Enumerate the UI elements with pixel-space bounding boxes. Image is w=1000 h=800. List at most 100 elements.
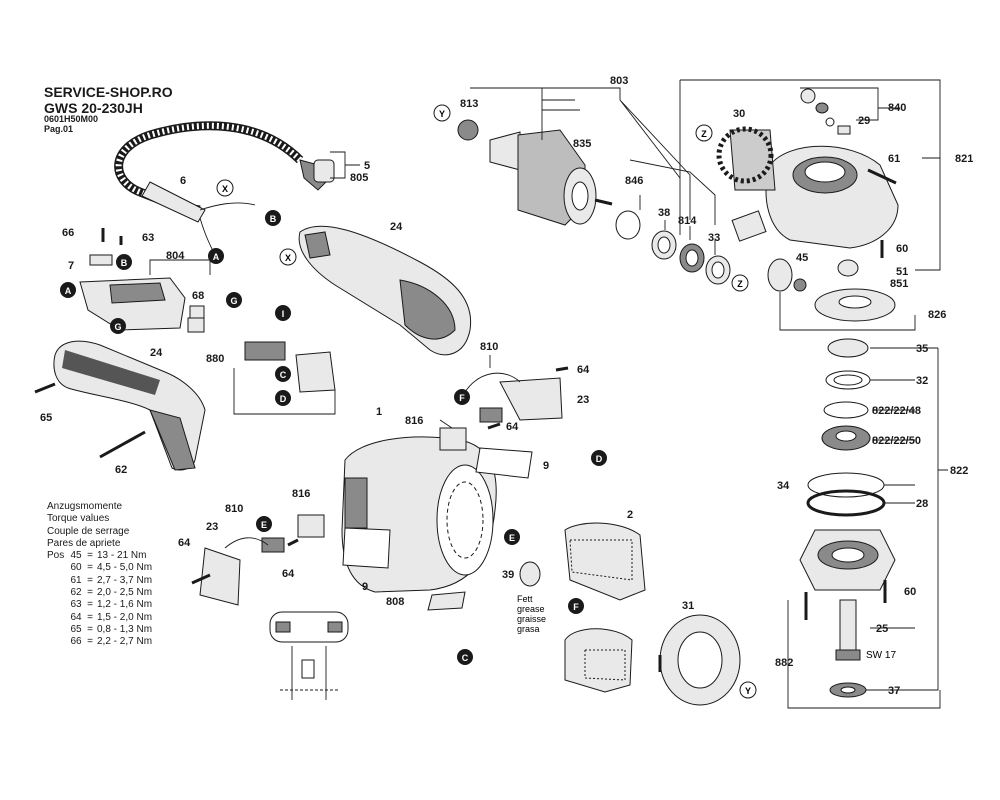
callout-c-1: C: [275, 366, 291, 382]
motor-stator-housing: [341, 436, 497, 593]
torque-table: Anzugsmomente Torque values Couple de se…: [47, 501, 177, 649]
svg-text:E: E: [509, 533, 515, 543]
brush-holder-upper: [439, 372, 563, 451]
svg-text:D: D: [280, 394, 287, 404]
part-label: 51: [896, 266, 908, 278]
callout-d-2: D: [591, 450, 607, 466]
callout-e-1: E: [256, 516, 272, 532]
part-label: 65: [40, 412, 52, 424]
part-label: 64: [506, 421, 519, 433]
callout-y-1: Y: [433, 104, 451, 122]
svg-text:Z: Z: [701, 129, 707, 139]
svg-text:Y: Y: [745, 686, 751, 696]
part-label: 813: [460, 98, 478, 110]
svg-text:grease: grease: [517, 604, 545, 614]
callout-x-2: X: [279, 248, 297, 266]
model-name: GWS 20-230JH: [44, 100, 143, 116]
svg-text:F: F: [573, 602, 579, 612]
part-label: 64: [178, 537, 191, 549]
part-label: 816: [292, 488, 310, 500]
callout-g-1: G: [110, 318, 126, 334]
part-label: 34: [777, 480, 790, 492]
torque-row: 64=1,5 - 2,0 Nm: [70, 611, 153, 623]
part-label: 821: [955, 153, 973, 165]
svg-text:D: D: [596, 454, 603, 464]
svg-text:C: C: [462, 653, 469, 663]
wiring-schematic: [269, 611, 349, 700]
part-label: 814: [678, 215, 697, 227]
callout-a-1: A: [208, 248, 224, 264]
svg-text:A: A: [65, 286, 72, 296]
callout-e-2: E: [504, 529, 520, 545]
part-label: 31: [682, 600, 694, 612]
switch-assembly: [79, 254, 205, 331]
svg-text:C: C: [280, 370, 287, 380]
torque-row: 62=2,0 - 2,5 Nm: [70, 587, 153, 599]
part-label: 62: [115, 464, 127, 476]
part-label: 803: [610, 75, 628, 87]
part-label: 39: [502, 569, 514, 581]
part-label: 6: [180, 175, 186, 187]
part-label: 29: [858, 115, 870, 127]
part-label: 64: [282, 568, 295, 580]
svg-text:A: A: [213, 252, 220, 262]
part-labels: 813 803 835 846 38 814 33 30 840 29 821 …: [40, 75, 973, 697]
power-cord: [114, 121, 335, 256]
part-label: 880: [206, 353, 224, 365]
torque-row: 63=1,2 - 1,6 Nm: [70, 599, 153, 611]
page-title: SERVICE-SHOP.RO: [44, 84, 173, 100]
gear-head-housing: [716, 126, 899, 249]
svg-text:Z: Z: [737, 279, 743, 289]
torque-heading-line: Anzugsmomente: [47, 501, 123, 512]
svg-text:X: X: [285, 253, 291, 263]
svg-text:graisse: graisse: [517, 614, 546, 624]
part-label: 5: [364, 160, 370, 172]
part-label: 37: [888, 685, 900, 697]
leader-lines: [149, 79, 948, 709]
callout-f-1: F: [454, 389, 470, 405]
suppressor: [187, 317, 336, 393]
part-label: 808: [386, 596, 404, 608]
rear-handle-grip: [53, 340, 206, 471]
part-label: 32: [916, 375, 928, 387]
spindle-lock-parts: [800, 88, 851, 135]
part-label: 804: [166, 250, 185, 262]
torque-row: 66=2,2 - 2,7 Nm: [70, 636, 153, 648]
part-label: 822/22/48: [872, 405, 921, 417]
part-label: 28: [916, 498, 928, 510]
part-label: 882: [775, 657, 793, 669]
part-label: 63: [142, 232, 154, 244]
part-label: 60: [904, 586, 916, 598]
svg-text:I: I: [282, 309, 285, 319]
part-label: 2: [627, 509, 633, 521]
part-label: 66: [62, 227, 74, 239]
torque-row: 65=0,8 - 1,3 Nm: [70, 623, 153, 635]
part-label: 9: [543, 460, 549, 472]
callout-a-2: A: [60, 282, 76, 298]
callout-b-2: B: [116, 254, 132, 270]
svg-text:G: G: [230, 296, 237, 306]
part-label: 835: [573, 138, 591, 150]
torque-heading-line: Pares de apriete: [47, 537, 121, 549]
callout-z-2: Z: [731, 274, 749, 292]
callout-x-1: X: [216, 179, 234, 197]
part-label: 30: [733, 108, 745, 120]
callout-i: I: [275, 305, 291, 321]
svg-text:Fett: Fett: [517, 594, 533, 604]
part-label: 1: [376, 406, 382, 418]
callout-d-1: D: [275, 390, 291, 406]
part-label: 822: [950, 465, 968, 477]
part-label: 826: [928, 309, 946, 321]
part-label: 816: [405, 415, 423, 427]
callout-z-1: Z: [695, 124, 713, 142]
part-label: 24: [390, 221, 403, 233]
bearing-set: [615, 210, 731, 285]
svg-text:F: F: [459, 393, 465, 403]
part-label: 61: [888, 153, 900, 165]
part-label: 840: [888, 102, 906, 114]
part-label: 822/22/50: [872, 435, 921, 447]
part-label: 846: [625, 175, 643, 187]
svg-text:B: B: [121, 258, 128, 268]
